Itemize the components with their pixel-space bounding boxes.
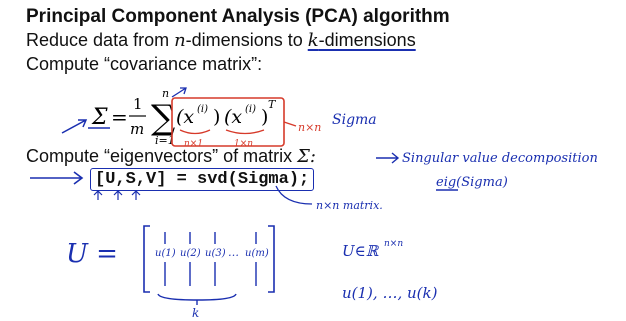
formula-transpose: T (268, 98, 277, 111)
formula-term2: (x (224, 106, 242, 128)
matrix-note: n×n matrix. (316, 199, 383, 212)
eigen-text: Compute “eigenvectors” of matrix (26, 146, 298, 166)
formula-upper: n (162, 87, 169, 100)
u-in-sup: n×n (384, 239, 403, 249)
s-arrow-up (113, 190, 123, 200)
u-in-label: U∈ℝ (342, 242, 380, 260)
nxn-tick (283, 121, 297, 127)
sigma-note: Sigma (332, 112, 377, 128)
reduce-middle: -dimensions to (185, 30, 308, 50)
eigen-label: Compute “eigenvectors” of matrix Σ: (26, 146, 316, 167)
reduce-suffix: -dimensions (318, 30, 416, 50)
matrix-note-line (275, 185, 313, 205)
eigen-symbol: Σ: (297, 146, 316, 167)
k-brace (157, 293, 237, 301)
formula-equals: = (111, 105, 128, 129)
formula-one: 1 (133, 95, 143, 113)
covariance-formula: Σ = 1 m ∑ n i=1 (x (i) ) (x (i) ) T (91, 87, 277, 147)
slide-title: Principal Component Analysis (PCA) algor… (26, 6, 450, 27)
formula-close2: ) (261, 106, 268, 128)
k-label: k (192, 306, 199, 320)
u-label: U = (66, 239, 118, 269)
u2-label: u(2) (180, 248, 201, 259)
formula-sup2: (i) (245, 104, 256, 115)
formula-close1: ) (213, 106, 220, 128)
covariance-label: Compute “covariance matrix”: (26, 54, 263, 74)
u-list: u(1), …, u(k) (342, 284, 438, 302)
svd-arrow (376, 152, 400, 164)
dots-label: … (228, 246, 239, 259)
reduce-prefix: Reduce data from (26, 30, 175, 50)
bracket-right (268, 225, 275, 293)
reduce-n: n (174, 30, 186, 51)
svd-note: Singular value decomposition (402, 151, 598, 166)
v-arrow-up (131, 190, 141, 200)
formula-lower: i=1 (155, 134, 175, 147)
upper-n-arrow (171, 87, 187, 98)
brace-1xn (225, 129, 265, 135)
code-arrow (30, 171, 84, 185)
dim-1xn: 1×n (234, 139, 253, 149)
eig-note: eig(Sigma) (436, 175, 508, 190)
formula-m: m (130, 120, 144, 138)
u1-label: u(1) (155, 248, 176, 259)
reduce-k: k (307, 30, 319, 51)
u3-label: u(3) (205, 248, 226, 259)
dim-nx1: n×1 (184, 139, 203, 149)
formula-term1: (x (176, 106, 194, 128)
formula-sigma: Σ (91, 105, 108, 130)
formula-sup1: (i) (197, 104, 208, 115)
sigma-arrow (61, 119, 88, 134)
bracket-left (143, 225, 150, 293)
dim-nxn: n×n (298, 121, 321, 134)
reduce-line: Reduce data from n-dimensions to k-dimen… (26, 30, 416, 51)
um-label: u(m) (245, 248, 269, 259)
svd-code: [U,S,V] = svd(Sigma); (90, 168, 315, 191)
u-arrow-up (93, 190, 103, 200)
brace-nx1 (179, 129, 211, 135)
